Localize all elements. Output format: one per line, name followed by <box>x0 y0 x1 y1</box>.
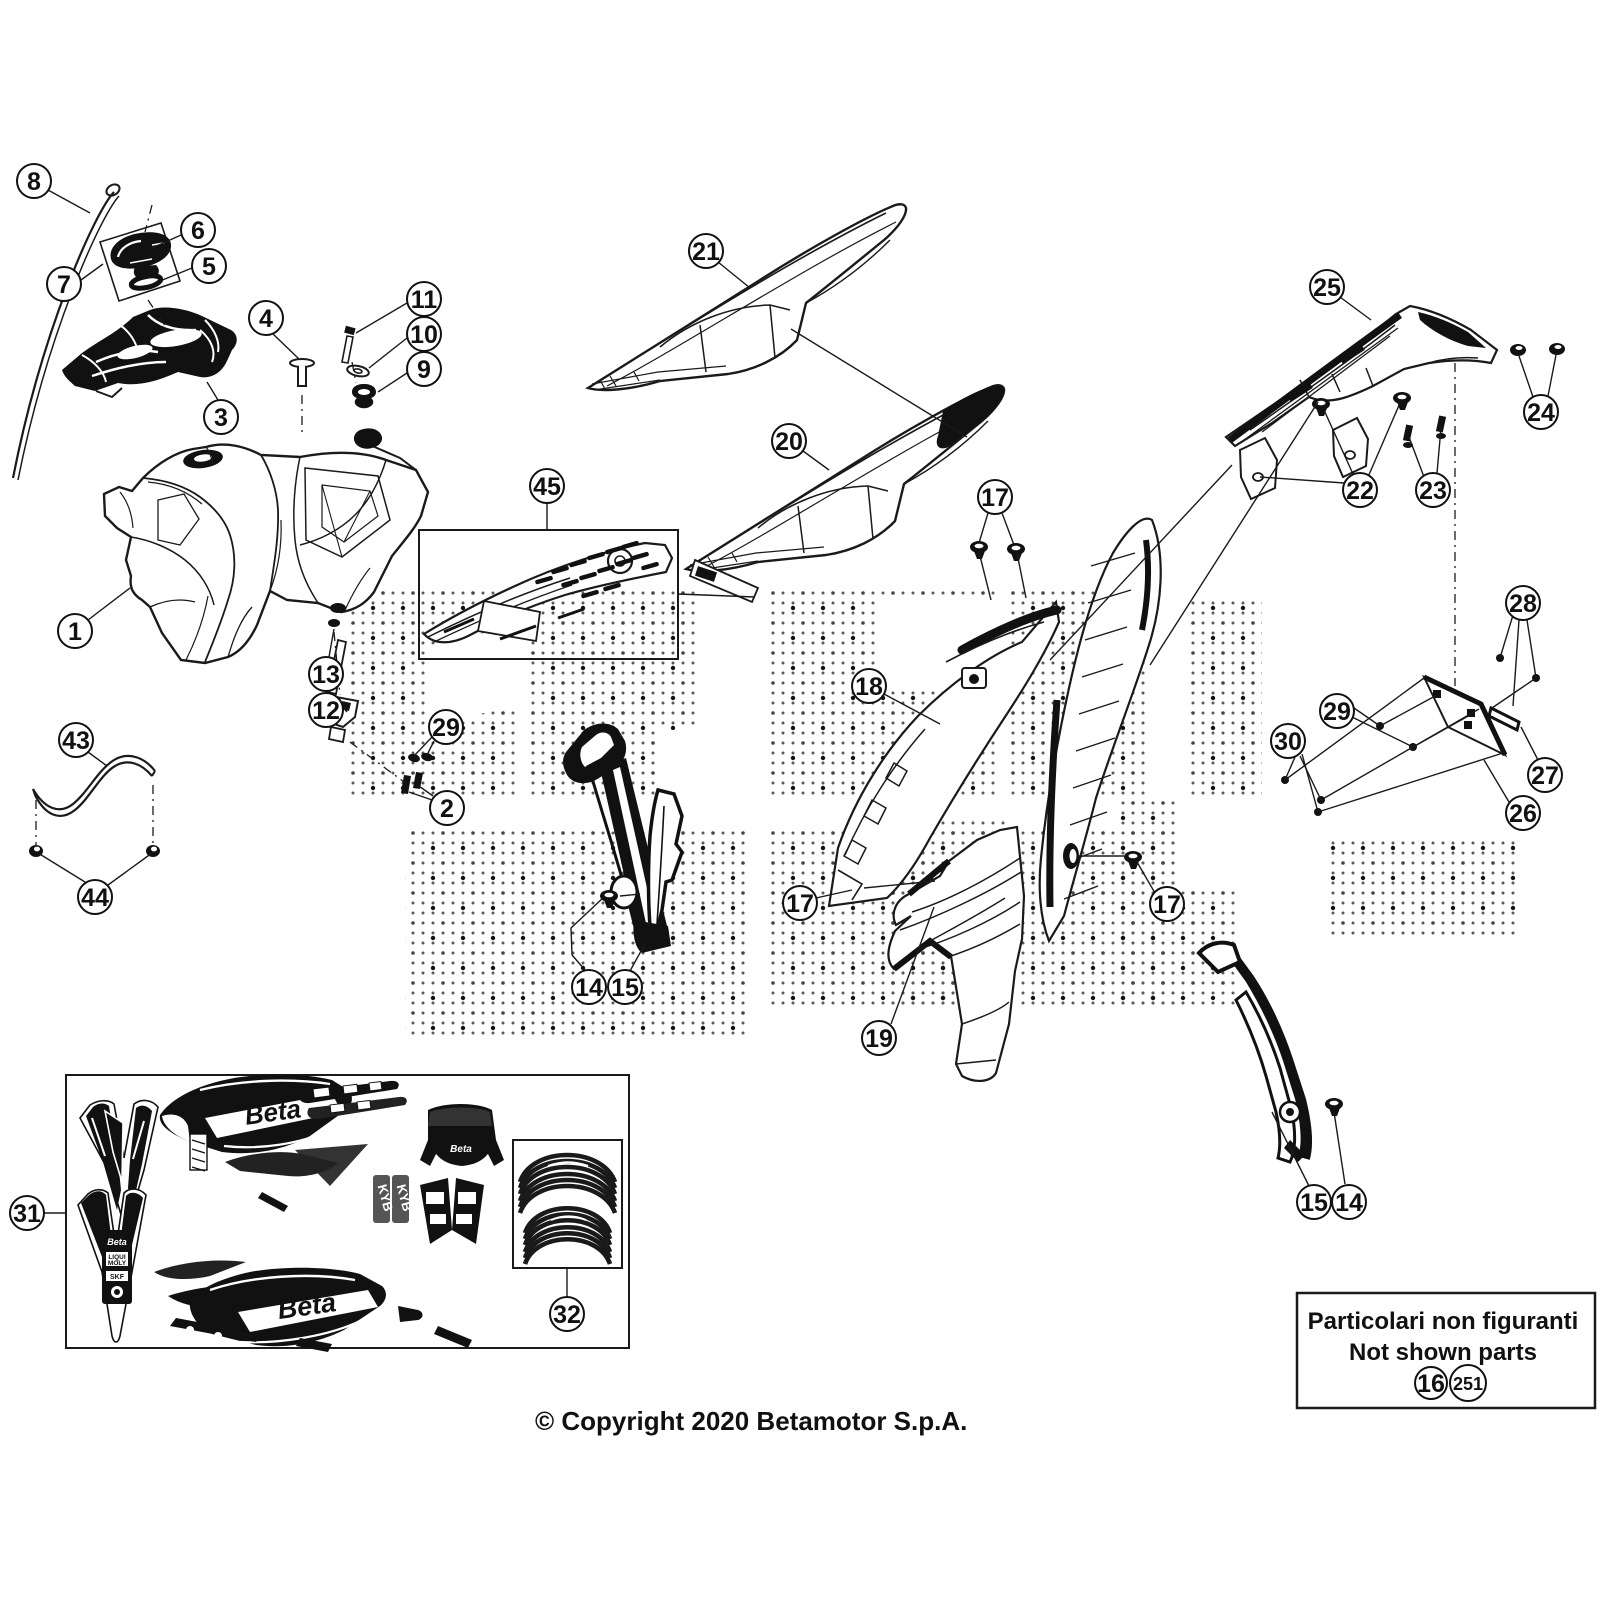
svg-text:28: 28 <box>1509 590 1537 618</box>
svg-text:4: 4 <box>259 305 273 333</box>
svg-text:23: 23 <box>1419 477 1447 505</box>
svg-text:12: 12 <box>312 697 340 725</box>
svg-text:30: 30 <box>1274 728 1302 756</box>
svg-text:10: 10 <box>410 321 438 349</box>
svg-text:44: 44 <box>81 884 109 912</box>
svg-text:3: 3 <box>214 404 228 432</box>
svg-text:14: 14 <box>575 974 603 1002</box>
svg-text:15: 15 <box>1300 1189 1328 1217</box>
svg-text:15: 15 <box>611 974 639 1002</box>
svg-text:11: 11 <box>411 286 438 314</box>
svg-text:29: 29 <box>432 714 460 742</box>
svg-text:1: 1 <box>68 618 82 646</box>
svg-text:20: 20 <box>775 428 803 456</box>
svg-text:9: 9 <box>417 356 431 384</box>
svg-text:25: 25 <box>1313 274 1341 302</box>
svg-text:KYB: KYB <box>375 1183 397 1213</box>
svg-text:13: 13 <box>312 661 340 689</box>
svg-text:5: 5 <box>202 253 216 281</box>
svg-text:Not shown parts: Not shown parts <box>1349 1339 1537 1366</box>
svg-text:31: 31 <box>13 1200 41 1228</box>
svg-text:22: 22 <box>1346 477 1374 505</box>
svg-text:32: 32 <box>553 1301 581 1329</box>
svg-text:18: 18 <box>855 673 883 701</box>
svg-text:43: 43 <box>62 727 90 755</box>
svg-text:© Copyright 2020 Betamotor S.p: © Copyright 2020 Betamotor S.p.A. <box>535 1406 967 1436</box>
svg-text:2: 2 <box>440 795 454 823</box>
svg-text:26: 26 <box>1509 800 1537 828</box>
svg-text:45: 45 <box>533 473 561 501</box>
svg-text:6: 6 <box>191 217 205 245</box>
svg-text:19: 19 <box>865 1025 893 1053</box>
svg-text:Particolari non figuranti: Particolari non figuranti <box>1308 1308 1579 1335</box>
svg-text:14: 14 <box>1335 1189 1363 1217</box>
svg-text:21: 21 <box>692 238 720 266</box>
svg-text:17: 17 <box>1153 891 1181 919</box>
svg-text:24: 24 <box>1527 399 1555 427</box>
svg-text:7: 7 <box>57 271 71 299</box>
svg-text:27: 27 <box>1531 762 1559 790</box>
svg-text:251: 251 <box>1453 1374 1483 1394</box>
svg-text:Beta: Beta <box>450 1144 472 1155</box>
svg-text:SKF: SKF <box>110 1274 125 1281</box>
svg-text:Beta: Beta <box>107 1237 127 1247</box>
svg-text:16: 16 <box>1417 1370 1445 1398</box>
svg-text:KYB: KYB <box>394 1183 416 1213</box>
svg-text:29: 29 <box>1323 698 1351 726</box>
svg-text:MOLY: MOLY <box>108 1260 127 1267</box>
svg-text:LIQUI: LIQUI <box>108 1254 126 1261</box>
svg-text:8: 8 <box>27 168 41 196</box>
svg-text:17: 17 <box>786 890 814 918</box>
svg-text:17: 17 <box>981 484 1009 512</box>
